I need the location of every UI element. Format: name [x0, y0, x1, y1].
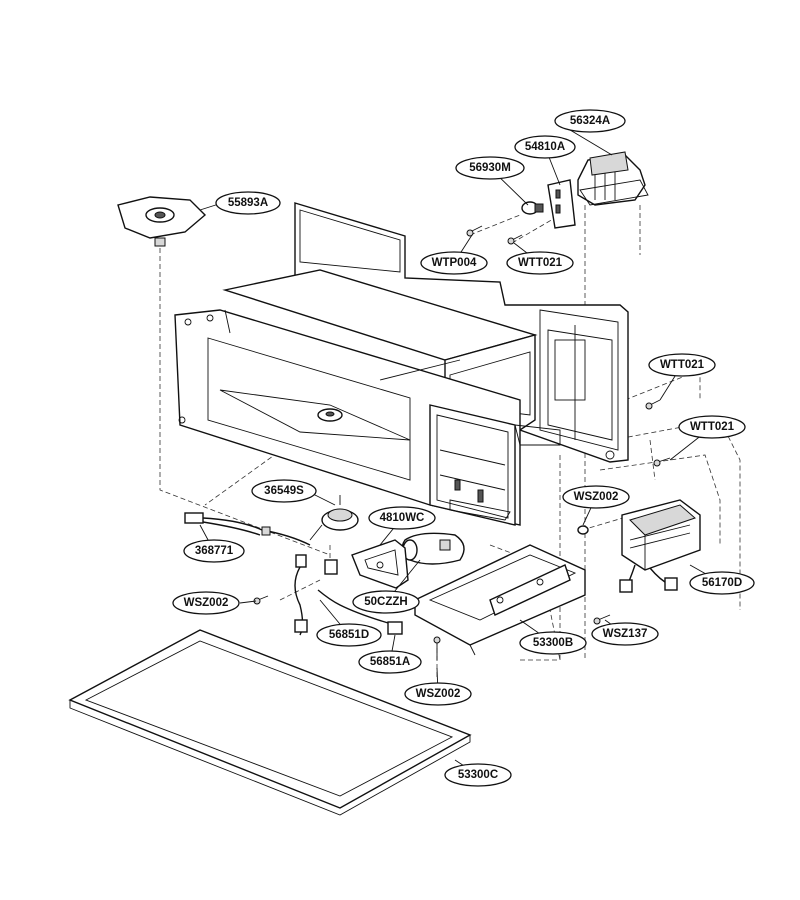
svg-text:56170D: 56170D [702, 577, 742, 589]
svg-text:55893A: 55893A [228, 197, 268, 209]
svg-text:WSZ002: WSZ002 [416, 688, 461, 700]
capacitor [401, 532, 465, 565]
callout-4810WC[interactable]: 4810WC [368, 506, 436, 530]
svg-text:WSZ002: WSZ002 [184, 597, 229, 609]
svg-text:54810A: 54810A [525, 141, 565, 153]
magnetron [577, 151, 649, 206]
callout-50CZZH[interactable]: 50CZZH [352, 590, 420, 614]
front-plate [68, 629, 472, 816]
svg-text:WTT021: WTT021 [518, 257, 563, 269]
svg-text:WTT021: WTT021 [660, 359, 705, 371]
svg-text:WTT021: WTT021 [690, 421, 735, 433]
switch-harness [294, 554, 403, 636]
capacitor-bracket [351, 539, 409, 589]
callout-53300B[interactable]: 53300B [519, 631, 587, 655]
main-chassis [174, 202, 629, 526]
callout-54810A[interactable]: 54810A [514, 135, 576, 159]
svg-text:WTP004: WTP004 [432, 257, 477, 269]
thermal-cutout-bracket [521, 179, 576, 229]
callout-56851A[interactable]: 56851A [358, 650, 422, 674]
wire-harness-368771 [184, 512, 311, 546]
callout-56851D[interactable]: 56851D [316, 623, 382, 647]
callout-53300C[interactable]: 53300C [444, 763, 512, 787]
svg-text:56851D: 56851D [329, 629, 369, 641]
svg-text:53300B: 53300B [533, 637, 573, 649]
svg-text:36549S: 36549S [264, 485, 304, 497]
svg-text:4810WC: 4810WC [380, 512, 425, 524]
callout-WSZ002-left[interactable]: WSZ002 [172, 591, 240, 615]
svg-text:56851A: 56851A [370, 656, 410, 668]
callout-55893A[interactable]: 55893A [215, 191, 281, 215]
svg-text:56930M: 56930M [469, 162, 511, 174]
callout-WSZ002-right[interactable]: WSZ002 [562, 485, 630, 509]
callout-WSZ137[interactable]: WSZ137 [591, 622, 659, 646]
svg-text:56324A: 56324A [570, 115, 610, 127]
callout-WTT021-right-lower[interactable]: WTT021 [678, 415, 746, 439]
callout-56324A[interactable]: 56324A [554, 109, 626, 133]
svg-text:53300C: 53300C [458, 769, 498, 781]
callout-56170D[interactable]: 56170D [689, 571, 755, 595]
turntable-motor [309, 495, 359, 541]
transformer [619, 499, 701, 593]
stirrer-fan [117, 196, 207, 247]
callout-56930M[interactable]: 56930M [455, 156, 525, 180]
svg-text:50CZZH: 50CZZH [364, 596, 407, 608]
svg-text:WSZ137: WSZ137 [603, 628, 648, 640]
callout-368771[interactable]: 368771 [183, 539, 245, 563]
part-labels: 56324A 54810A 56930M 55893A WTP004 WTT02… [172, 109, 755, 787]
base-plate [414, 544, 586, 656]
callout-36549S[interactable]: 36549S [251, 479, 317, 503]
callout-WTT021-right-upper[interactable]: WTT021 [648, 353, 716, 377]
svg-text:368771: 368771 [195, 545, 234, 557]
callout-WTP004[interactable]: WTP004 [420, 251, 488, 275]
callout-WTT021-top[interactable]: WTT021 [506, 251, 574, 275]
svg-text:WSZ002: WSZ002 [574, 491, 619, 503]
callout-WSZ002-bottom[interactable]: WSZ002 [404, 682, 472, 706]
